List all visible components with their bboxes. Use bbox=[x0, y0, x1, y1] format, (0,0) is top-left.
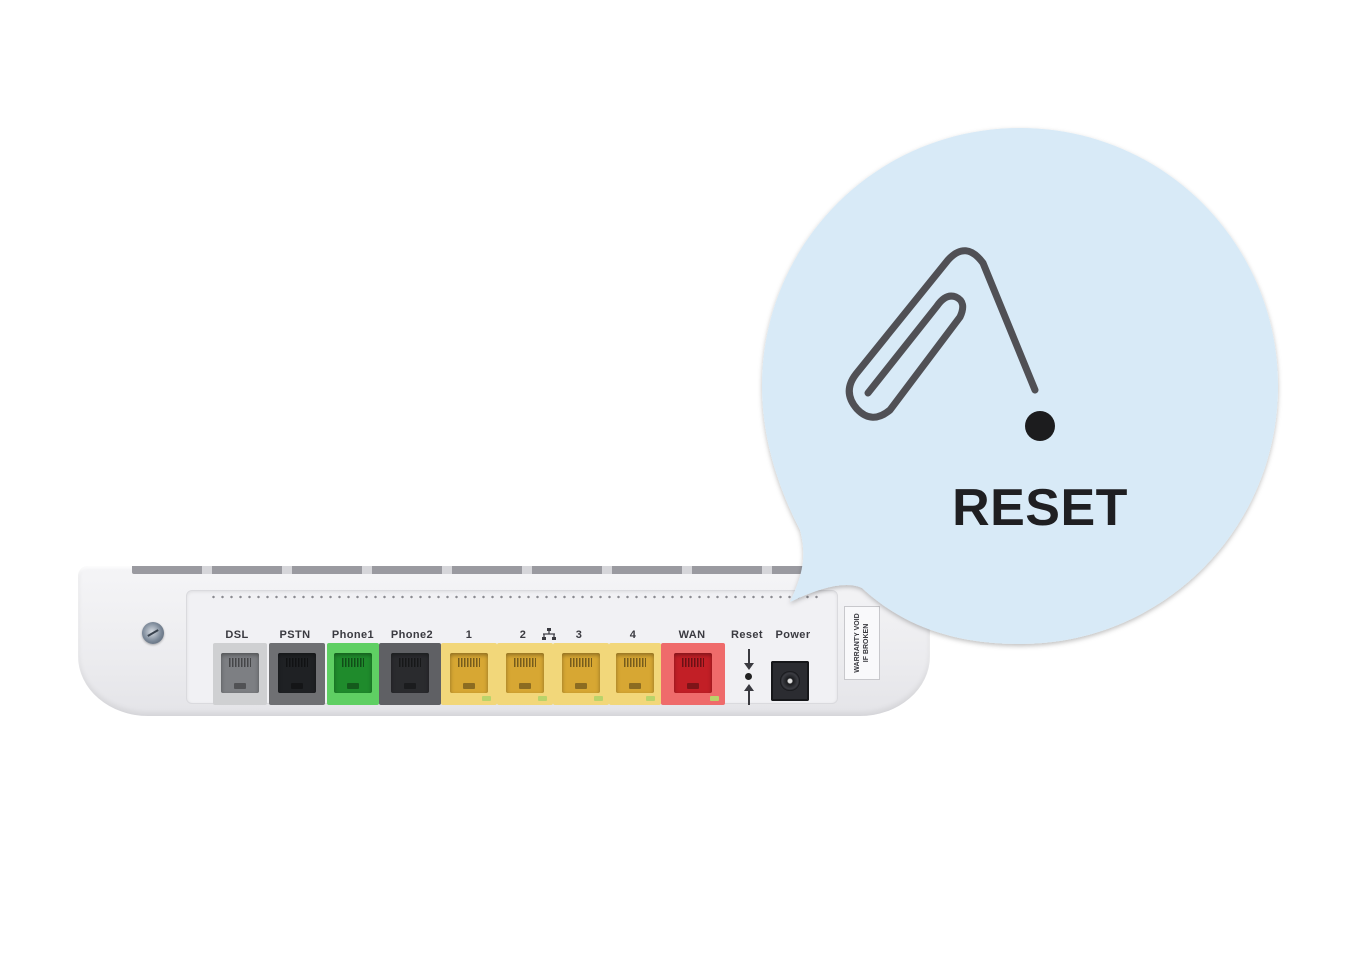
port-label-pstn: PSTN bbox=[279, 629, 311, 641]
lan1-port[interactable] bbox=[441, 643, 497, 705]
reset-pinhole-button[interactable] bbox=[739, 645, 759, 709]
lan1-led bbox=[482, 696, 491, 701]
reset-title: RESET bbox=[952, 479, 1128, 537]
reset-hole-icon bbox=[1025, 411, 1055, 441]
lan2-jack bbox=[506, 653, 544, 693]
wan-led bbox=[710, 696, 719, 701]
power-jack[interactable] bbox=[771, 661, 809, 701]
arrow-up-icon bbox=[748, 689, 750, 705]
port-label-phone2: Phone2 bbox=[390, 629, 434, 641]
pstn-jack bbox=[278, 653, 316, 693]
port-label-phone1: Phone1 bbox=[331, 629, 375, 641]
screw-icon bbox=[142, 622, 164, 644]
port-label-lan1: 1 bbox=[465, 629, 473, 641]
arrow-down-head-icon bbox=[744, 663, 754, 670]
warranty-sticker: WARRANTY VOID IF BROKEN bbox=[844, 606, 880, 680]
lan3-led bbox=[594, 696, 603, 701]
network-icon bbox=[542, 628, 556, 640]
lan1-jack bbox=[450, 653, 488, 693]
lan3-port[interactable] bbox=[553, 643, 609, 705]
port-label-dsl: DSL bbox=[225, 629, 249, 641]
reset-hole[interactable] bbox=[745, 673, 752, 680]
lan2-led bbox=[538, 696, 547, 701]
arrow-up-head-icon bbox=[744, 684, 754, 691]
phone1-jack bbox=[334, 653, 372, 693]
paperclip-icon bbox=[845, 247, 1039, 421]
lan2-port[interactable] bbox=[497, 643, 553, 705]
lan4-port[interactable] bbox=[609, 643, 661, 705]
reset-label: Reset bbox=[731, 629, 763, 641]
power-label: Power bbox=[775, 629, 811, 641]
pstn-port[interactable] bbox=[269, 643, 325, 705]
lan4-led bbox=[646, 696, 655, 701]
vent-dots bbox=[209, 595, 819, 599]
port-label-wan: WAN bbox=[678, 629, 706, 641]
router-back-panel: DSL PSTN Phone1 Phone2 1 2 3 4 WAN Reset… bbox=[186, 590, 838, 705]
router-top-vent bbox=[132, 566, 852, 574]
port-label-lan4: 4 bbox=[629, 629, 637, 641]
port-label-lan3: 3 bbox=[575, 629, 583, 641]
dsl-jack bbox=[221, 653, 259, 693]
lan4-jack bbox=[616, 653, 654, 693]
router-body: DSL PSTN Phone1 Phone2 1 2 3 4 WAN Reset… bbox=[78, 566, 930, 716]
arrow-down-icon bbox=[748, 649, 750, 665]
phone2-jack bbox=[391, 653, 429, 693]
phone1-port[interactable] bbox=[327, 643, 379, 705]
wan-port[interactable] bbox=[661, 643, 725, 705]
dsl-port[interactable] bbox=[213, 643, 267, 705]
phone2-port[interactable] bbox=[379, 643, 441, 705]
port-label-lan2: 2 bbox=[519, 629, 527, 641]
wan-jack bbox=[674, 653, 712, 693]
lan3-jack bbox=[562, 653, 600, 693]
speech-bubble-shape bbox=[762, 128, 1278, 644]
